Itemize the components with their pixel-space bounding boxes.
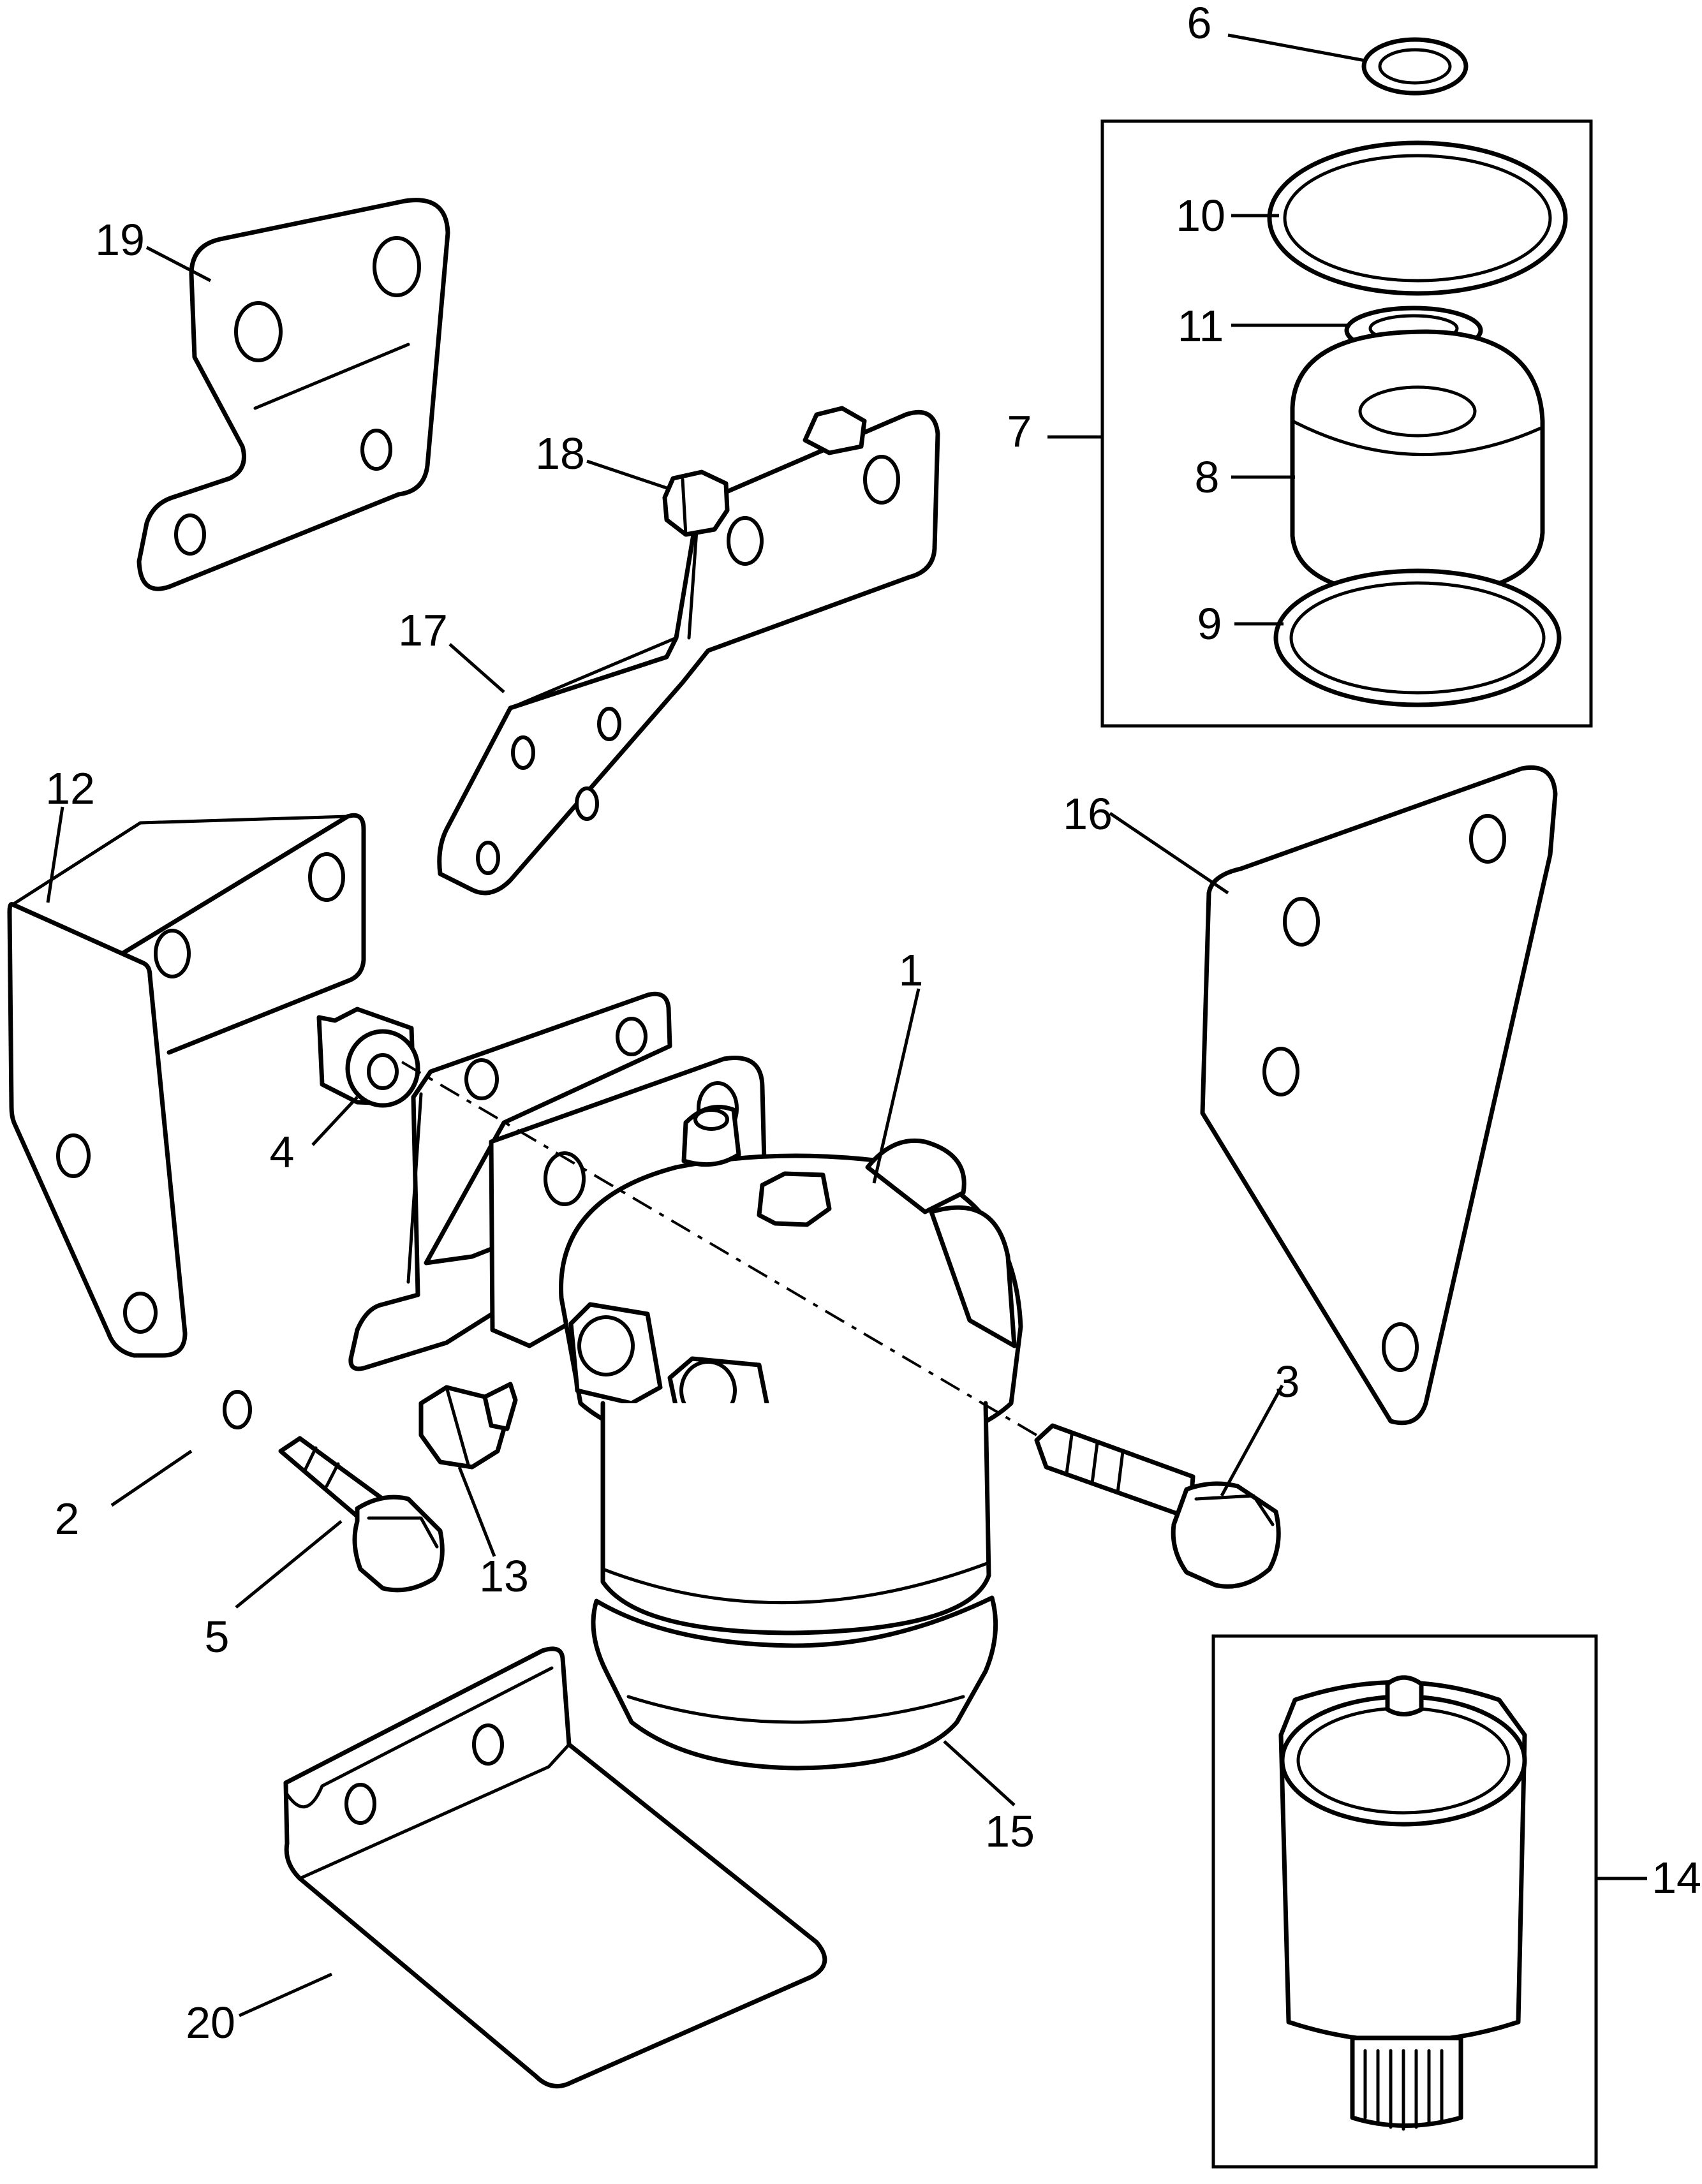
bracket-part-16 [1200,765,1558,1426]
callout-20: 20 [186,1998,235,2048]
callout-10: 10 [1176,191,1225,240]
filter-element-kit-box [1100,119,1593,728]
plug-part-13 [418,1382,518,1470]
callout-19: 19 [95,215,145,265]
callout-9: 9 [1197,599,1222,649]
callout-6: 6 [1187,0,1212,48]
callout-12: 12 [45,764,95,813]
fuel-filter-part-14-box [1211,1634,1598,2169]
flange-nut-part-4 [316,1007,420,1108]
callout-11: 11 [1178,301,1224,351]
callout-18: 18 [535,429,585,478]
bracket-part-19 [137,198,450,591]
bolt-part-3 [1034,1423,1281,1589]
bolt-axis-line [401,1061,1038,1436]
callout-2: 2 [55,1494,80,1544]
callout-15: 15 [985,1806,1035,1856]
fuel-filter-part-14 [1278,1675,1527,2131]
bracket-part-20 [283,1646,827,2089]
bolt-part-5 [278,1436,445,1593]
callout-14: 14 [1652,1853,1701,1903]
bowl-part-15 [591,1595,998,1771]
callout-1: 1 [899,945,924,995]
callout-7: 7 [1007,406,1032,456]
bracket-part-12 [7,813,366,1358]
o-ring-part-9 [1273,568,1562,707]
callout-4: 4 [270,1127,295,1177]
bracket-part-2 [223,991,717,1429]
callout-5: 5 [205,1612,230,1662]
filter-assembly-part-1 [489,1056,1023,1635]
leader-lines [46,33,1647,2018]
callout-17: 17 [398,605,448,655]
filter-element-part-8 [1290,329,1545,599]
bolt-part-18 [662,406,867,537]
callout-16: 16 [1063,789,1113,839]
callout-13: 13 [479,1551,529,1601]
o-ring-part-10 [1267,140,1568,296]
callout-3: 3 [1275,1357,1300,1406]
sealing-ring-part-6 [1361,37,1469,96]
callout-8: 8 [1195,452,1220,502]
bracket-part-17 [437,410,940,896]
